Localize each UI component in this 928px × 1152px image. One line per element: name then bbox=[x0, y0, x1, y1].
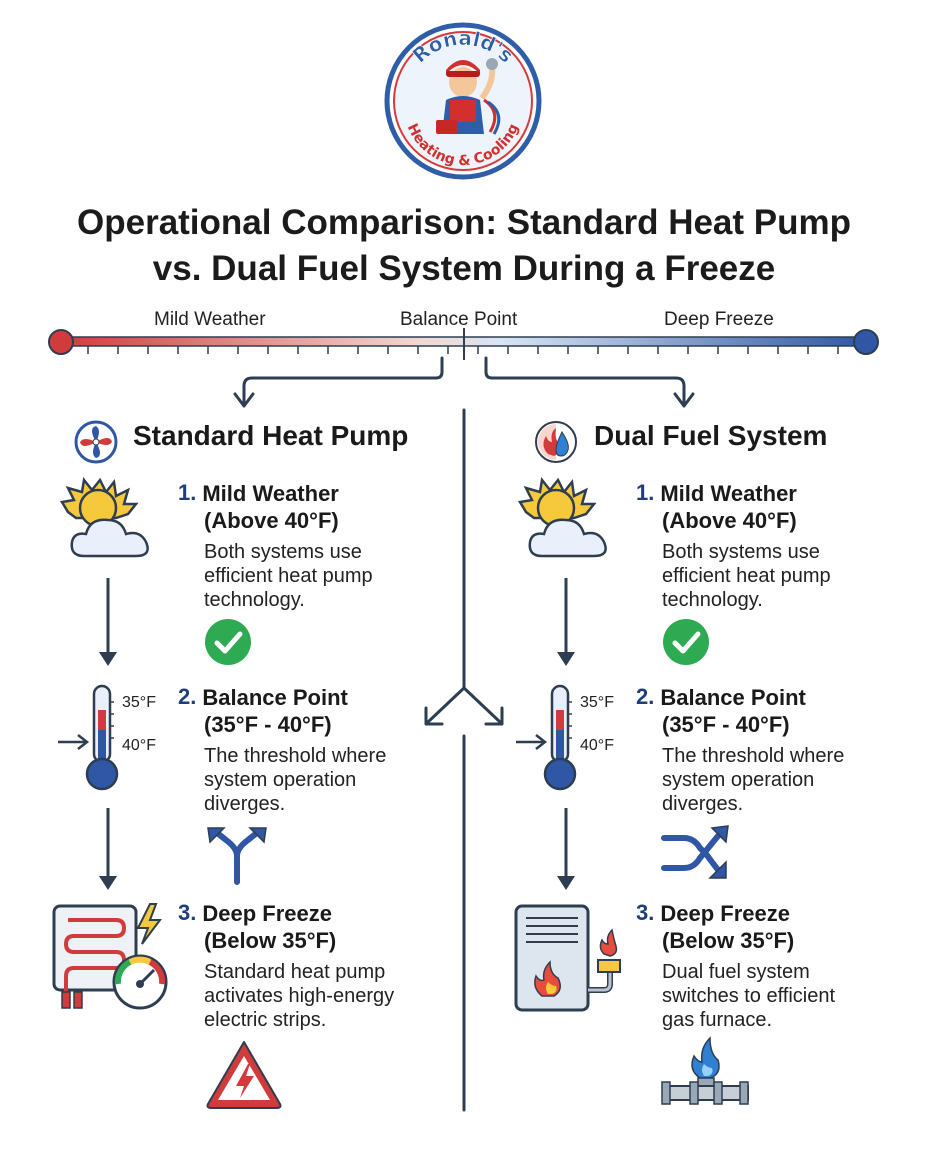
step-title: Deep Freeze bbox=[202, 901, 332, 926]
down-arrow-icon bbox=[557, 578, 575, 666]
step-subtitle: (Above 40°F) bbox=[204, 508, 339, 533]
scale-label-freeze: Deep Freeze bbox=[664, 309, 774, 330]
down-arrow-icon bbox=[557, 808, 575, 890]
gas-furnace-icon bbox=[514, 904, 621, 1012]
electric-heat-strip-icon bbox=[52, 903, 168, 1010]
scale-label-mild: Mild Weather bbox=[154, 309, 266, 330]
gas-flame-pipe-icon bbox=[661, 1036, 749, 1105]
step-text-line: gas furnace. bbox=[662, 1009, 773, 1031]
step-number: 3. bbox=[636, 900, 655, 925]
step-number: 1. bbox=[178, 480, 197, 505]
fan-icon bbox=[74, 420, 118, 464]
column-title-dual: Dual Fuel System bbox=[594, 420, 828, 451]
step-title: Mild Weather bbox=[660, 481, 797, 506]
down-arrow-icon bbox=[99, 578, 117, 666]
step-text-line: The threshold where bbox=[662, 745, 845, 767]
temp-label-low: 40°F bbox=[580, 737, 614, 754]
fire-drop-icon bbox=[535, 421, 577, 463]
step-text-line: Dual fuel system bbox=[662, 961, 810, 983]
temperature-scale bbox=[48, 328, 879, 408]
merge-arrows-icon bbox=[661, 825, 729, 879]
temp-label-high: 35°F bbox=[122, 694, 156, 711]
step-subtitle: (35°F - 40°F) bbox=[204, 712, 332, 737]
step-subtitle: (Above 40°F) bbox=[662, 508, 797, 533]
dual-step-2: 2. Balance Point (35°F - 40°F) The thres… bbox=[636, 684, 886, 816]
page-title-line-2: vs. Dual Fuel System During a Freeze bbox=[152, 249, 776, 288]
step-title: Mild Weather bbox=[202, 481, 339, 506]
standard-step-1: 1. Mild Weather (Above 40°F) Both system… bbox=[178, 480, 428, 612]
step-text-line: system operation bbox=[662, 769, 815, 791]
mascot-icon bbox=[436, 58, 501, 135]
step-text-line: Standard heat pump bbox=[204, 961, 386, 983]
check-circle-icon bbox=[663, 619, 709, 665]
step-title: Balance Point bbox=[202, 685, 348, 710]
step-text-line: Both systems use bbox=[662, 541, 820, 563]
step-number: 1. bbox=[636, 480, 655, 505]
thermometer-icon bbox=[58, 684, 119, 791]
thermometer-icon bbox=[516, 684, 577, 791]
temp-label-high: 35°F bbox=[580, 694, 614, 711]
step-text-line: technology. bbox=[204, 589, 305, 611]
step-number: 2. bbox=[178, 684, 197, 709]
step-number: 2. bbox=[636, 684, 655, 709]
warning-triangle-icon bbox=[206, 1041, 282, 1109]
page-title-line-1: Operational Comparison: Standard Heat Pu… bbox=[77, 203, 851, 242]
step-text-line: activates high-energy bbox=[204, 985, 395, 1007]
step-title: Deep Freeze bbox=[660, 901, 790, 926]
step-text-line: Both systems use bbox=[204, 541, 362, 563]
step-text-line: diverges. bbox=[662, 793, 744, 815]
step-subtitle: (35°F - 40°F) bbox=[662, 712, 790, 737]
scale-label-balance: Balance Point bbox=[400, 309, 518, 330]
step-subtitle: (Below 35°F) bbox=[662, 928, 795, 953]
check-circle-icon bbox=[205, 619, 251, 665]
step-text-line: diverges. bbox=[204, 793, 286, 815]
standard-step-3: 3. Deep Freeze (Below 35°F) Standard hea… bbox=[178, 900, 428, 1032]
step-text-line: system operation bbox=[204, 769, 357, 791]
sun-cloud-icon bbox=[517, 477, 607, 558]
step-text-line: efficient heat pump bbox=[204, 565, 373, 587]
step-text-line: switches to efficient bbox=[662, 985, 836, 1007]
down-arrow-icon bbox=[99, 808, 117, 890]
sun-cloud-icon bbox=[59, 477, 149, 558]
step-number: 3. bbox=[178, 900, 197, 925]
step-text-line: efficient heat pump bbox=[662, 565, 831, 587]
step-text-line: technology. bbox=[662, 589, 763, 611]
step-title: Balance Point bbox=[660, 685, 806, 710]
page-title: Operational Comparison: Standard Heat Pu… bbox=[0, 200, 928, 292]
step-subtitle: (Below 35°F) bbox=[204, 928, 337, 953]
column-title-standard: Standard Heat Pump bbox=[133, 420, 409, 451]
dual-step-3: 3. Deep Freeze (Below 35°F) Dual fuel sy… bbox=[636, 900, 886, 1032]
temp-label-low: 40°F bbox=[122, 737, 156, 754]
center-divider bbox=[424, 408, 504, 1112]
step-text-line: electric strips. bbox=[204, 1009, 327, 1031]
dual-step-1: 1. Mild Weather (Above 40°F) Both system… bbox=[636, 480, 886, 612]
fork-arrows-icon bbox=[207, 827, 267, 885]
split-arrows-icon bbox=[233, 356, 695, 408]
step-text-line: The threshold where bbox=[204, 745, 387, 767]
standard-step-2: 2. Balance Point (35°F - 40°F) The thres… bbox=[178, 684, 428, 816]
company-logo: Ronald's Heating & Cooling bbox=[384, 22, 542, 180]
